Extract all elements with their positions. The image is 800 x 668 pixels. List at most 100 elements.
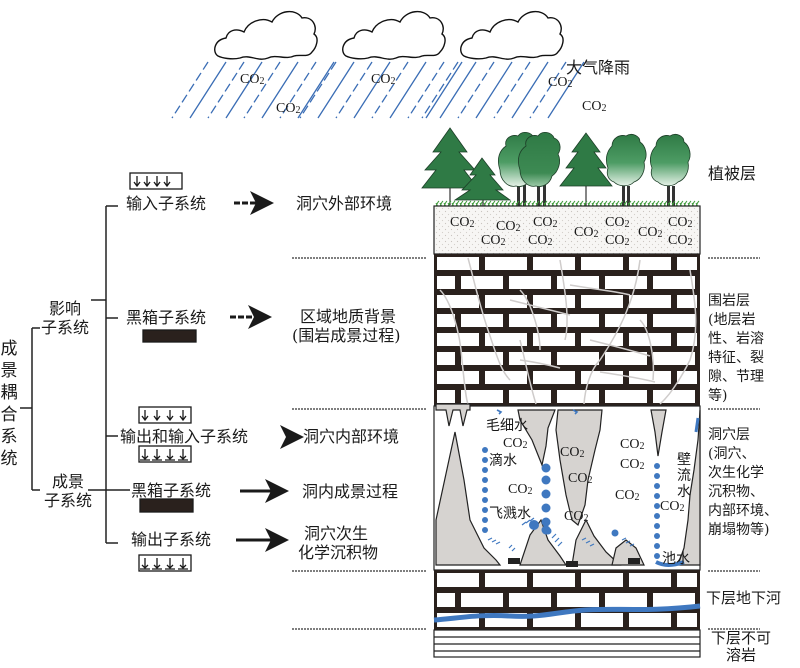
brick — [533, 573, 575, 587]
water-droplet — [482, 447, 488, 453]
co2-label: CO2 — [450, 215, 475, 231]
co2-label: CO2 — [582, 99, 607, 115]
cave-label-line: 崩塌物等) — [708, 522, 770, 538]
brick — [437, 276, 455, 289]
subsystem-input-label: 输入子系统 — [126, 194, 207, 213]
rock-fissure — [519, 289, 541, 351]
water-droplet — [654, 483, 660, 489]
cloud-icon — [460, 11, 564, 60]
input-arrows-box-icon — [129, 172, 183, 190]
debris-block — [508, 558, 520, 564]
co2-label: CO2 — [605, 215, 630, 231]
water-droplet — [482, 497, 488, 503]
water-droplet — [654, 503, 660, 509]
cave-label-line: 沉积物、 — [708, 484, 764, 500]
splash-marks — [621, 537, 635, 547]
co2-label: CO2 — [481, 233, 506, 249]
water-droplet — [541, 517, 551, 527]
rain-label: 大气降雨 — [566, 58, 631, 77]
target-external-env: 洞穴外部环境 — [296, 194, 393, 213]
brick — [437, 314, 455, 327]
water-droplet — [482, 487, 488, 493]
co2-label: CO2 — [620, 437, 645, 453]
co2-label: CO2 — [548, 75, 573, 91]
bedrock-label-line: 特征、裂 — [708, 350, 764, 366]
water-droplet — [482, 507, 488, 513]
brick — [437, 352, 455, 365]
output-arrows-box-icon — [138, 554, 192, 572]
target-cave-process: 洞内成景过程 — [302, 482, 399, 501]
water-droplet — [544, 527, 552, 535]
brick — [557, 390, 599, 403]
brick — [461, 390, 503, 403]
capillary-water — [496, 409, 579, 415]
brick — [437, 573, 479, 587]
input-arrows-box-icon — [138, 406, 192, 424]
rain-streak — [299, 61, 337, 119]
rain-streak — [475, 61, 513, 119]
debris-block — [628, 558, 640, 564]
rain-streak — [407, 61, 445, 119]
co2-label: CO2 — [528, 233, 553, 249]
brick — [437, 257, 479, 270]
underground-river — [433, 603, 701, 623]
influence-subsystem-line2: 子系统 — [40, 318, 89, 337]
rain-streak — [389, 61, 427, 119]
water-droplet — [482, 477, 488, 483]
splash-marks — [551, 533, 563, 547]
rock-fissure — [639, 319, 655, 381]
brick — [581, 573, 623, 587]
rain-streak — [189, 61, 227, 119]
rain-streak — [371, 61, 409, 119]
rain-streaks — [171, 61, 585, 119]
splash-marks — [521, 517, 535, 526]
splash-marks — [581, 537, 595, 547]
water-droplet — [654, 523, 660, 529]
influence-subsystem-line1: 影响 — [48, 299, 81, 318]
brick — [509, 314, 551, 327]
co2-label: CO2 — [605, 233, 630, 249]
target-regional-geology-line1: 区域地质背景 — [300, 307, 397, 326]
rain-streak — [279, 61, 317, 119]
conifer-tree-icon — [453, 157, 512, 207]
rain-streak — [457, 61, 495, 119]
water-droplet — [654, 463, 660, 469]
bedrock-layer — [434, 254, 700, 406]
water-droplet — [541, 489, 551, 499]
brick — [557, 352, 599, 365]
rain-streak — [261, 61, 299, 119]
stalactite — [517, 409, 556, 468]
brick — [437, 295, 479, 308]
rain-streak — [353, 61, 391, 119]
co2-label: CO2 — [240, 72, 265, 88]
brick — [653, 314, 695, 327]
co2-label: CO2 — [503, 436, 528, 452]
bedrock-label-line: 性、岩溶 — [708, 331, 764, 347]
splash-marks — [508, 544, 516, 552]
subsystem-blackbox-1-label: 黑箱子系统 — [126, 308, 207, 327]
water-droplet — [654, 533, 660, 539]
co2-label: CO2 — [615, 488, 640, 504]
brick — [677, 295, 697, 308]
brick — [653, 390, 695, 403]
target-internal-env: 洞穴内部环境 — [303, 427, 400, 446]
deciduous-tree-icon — [518, 132, 561, 207]
brick — [533, 371, 575, 384]
brick — [437, 333, 479, 346]
bedrock-label-line: 围岩层 — [708, 293, 750, 309]
co2-label: CO2 — [574, 225, 599, 241]
subsystem-io-label: 输出和输入子系统 — [120, 427, 249, 446]
rain-streak — [529, 61, 567, 119]
brick — [629, 371, 671, 384]
cave-label-line: 次生化学 — [708, 465, 764, 481]
rock-fissure — [559, 259, 568, 341]
rock-fissure — [519, 339, 537, 405]
brick — [605, 352, 647, 365]
landscape-subsystem-line1: 成景 — [51, 472, 84, 491]
wall-flow-label: 壁流水 — [677, 452, 691, 500]
cave-label-line: 内部环境、 — [708, 503, 778, 519]
brick — [557, 593, 599, 607]
water-droplet — [654, 543, 660, 549]
brick — [509, 593, 551, 607]
drip-water-label: 滴水 — [489, 453, 517, 469]
